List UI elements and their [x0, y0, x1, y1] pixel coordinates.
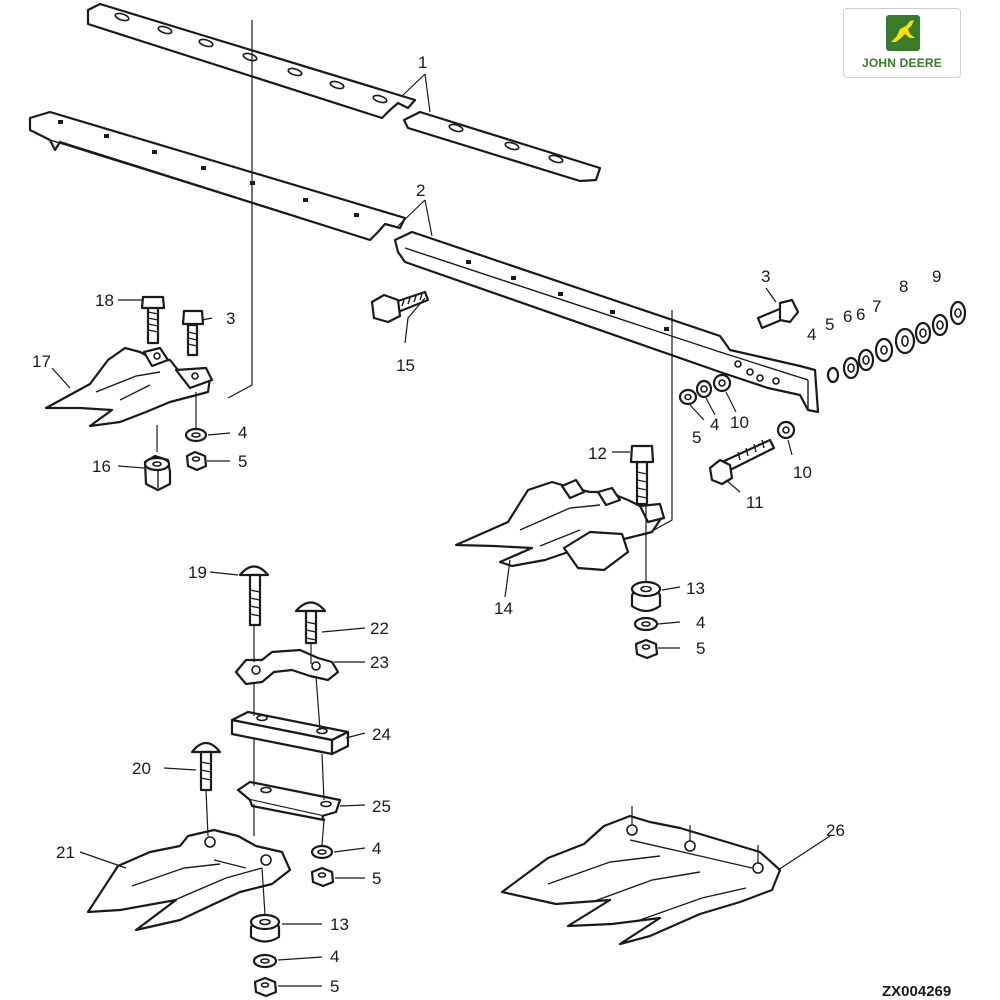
- spacer-plate-24: [230, 710, 350, 756]
- callout-25: 25: [372, 797, 391, 816]
- washer-stack-right: [826, 300, 967, 384]
- callout-21: 21: [56, 843, 75, 862]
- callout-26: 26: [826, 821, 845, 840]
- washer-4-left: [184, 427, 208, 443]
- logo-text: JOHN DEERE: [861, 56, 943, 70]
- leader-20-axis: [205, 789, 209, 837]
- callout-10-left: 10: [730, 413, 749, 432]
- washers-left-stack: [678, 373, 732, 406]
- callout-24: 24: [372, 725, 391, 744]
- guard-17: [44, 346, 214, 428]
- bolt-18: [140, 295, 166, 345]
- nut-5-left: [185, 450, 208, 472]
- callout-6b: 6: [856, 305, 865, 324]
- callout-4-center: 4: [696, 613, 705, 632]
- washer-4-center: [633, 616, 659, 632]
- bolt-12: [629, 444, 655, 506]
- callout-5-right: 5: [825, 315, 834, 334]
- nut-5-center: [634, 638, 659, 660]
- cutter-bar-right: [393, 230, 820, 414]
- callout-15: 15: [396, 356, 415, 375]
- guard-14: [454, 478, 666, 572]
- callout-19: 19: [188, 563, 207, 582]
- carriage-bolt-22: [294, 601, 327, 645]
- callout-labels: 1 2 3 3 4 5 6 6 7 8 9 5 4 10 10 11 12 13…: [32, 53, 941, 996]
- nut-5-bottom: [253, 976, 278, 998]
- bolt-3-left: [181, 309, 205, 357]
- callout-18: 18: [95, 291, 114, 310]
- callout-16: 16: [92, 457, 111, 476]
- callout-3-right: 3: [761, 267, 770, 286]
- callout-11: 11: [746, 493, 764, 512]
- callout-8: 8: [899, 277, 908, 296]
- bolt-3-right: [756, 298, 800, 330]
- callout-leaders: [51, 73, 831, 987]
- callout-17: 17: [32, 352, 51, 371]
- nut-5-lower: [310, 866, 335, 888]
- callout-4-mid: 4: [710, 415, 719, 434]
- callout-4-lower: 4: [372, 839, 381, 858]
- callout-5-mid: 5: [692, 428, 701, 447]
- callout-10-right: 10: [793, 463, 812, 482]
- bar-strip-right: [402, 110, 602, 183]
- guard-21: [86, 828, 292, 932]
- callout-13-center: 13: [686, 579, 705, 598]
- callout-5-lower: 5: [372, 869, 381, 888]
- callout-5-bottom: 5: [330, 977, 339, 996]
- leader-22-axis: [310, 643, 325, 846]
- leader-19-axis: [253, 625, 266, 916]
- cutter-bar-left: [28, 110, 407, 242]
- callout-20: 20: [132, 759, 151, 778]
- john-deere-logo: JOHN DEERE: [843, 8, 961, 78]
- callout-14: 14: [494, 599, 513, 618]
- clip-23: [234, 648, 340, 686]
- carriage-bolt-19: [238, 565, 270, 627]
- callout-1: 1: [418, 53, 427, 72]
- washer-4-bottom: [252, 953, 278, 969]
- spacer-13-center: [630, 580, 662, 613]
- callout-3-left: 3: [226, 309, 235, 328]
- guard-26: [500, 806, 782, 946]
- shim-25: [236, 780, 342, 822]
- callout-22: 22: [370, 619, 389, 638]
- callout-9: 9: [932, 267, 941, 286]
- callout-23: 23: [370, 653, 389, 672]
- callout-13-lower: 13: [330, 915, 349, 934]
- callout-5-left: 5: [238, 452, 247, 471]
- callout-5-center: 5: [696, 639, 705, 658]
- washer-4-lower: [310, 844, 334, 860]
- callout-12: 12: [588, 444, 607, 463]
- callout-4-bottom: 4: [330, 947, 339, 966]
- bolt-15: [370, 290, 430, 324]
- spacer-13-lower: [249, 913, 281, 943]
- callout-4-right: 4: [807, 325, 816, 344]
- nut-16: [143, 454, 172, 492]
- leaping-deer-icon: [886, 15, 920, 51]
- bolt-11: [708, 420, 796, 486]
- callout-7: 7: [872, 297, 881, 316]
- callout-4-left: 4: [238, 423, 247, 442]
- carriage-bolt-20: [190, 741, 222, 792]
- callout-2: 2: [416, 181, 425, 200]
- callout-6a: 6: [843, 307, 852, 326]
- document-id: ZX004269: [882, 983, 951, 1000]
